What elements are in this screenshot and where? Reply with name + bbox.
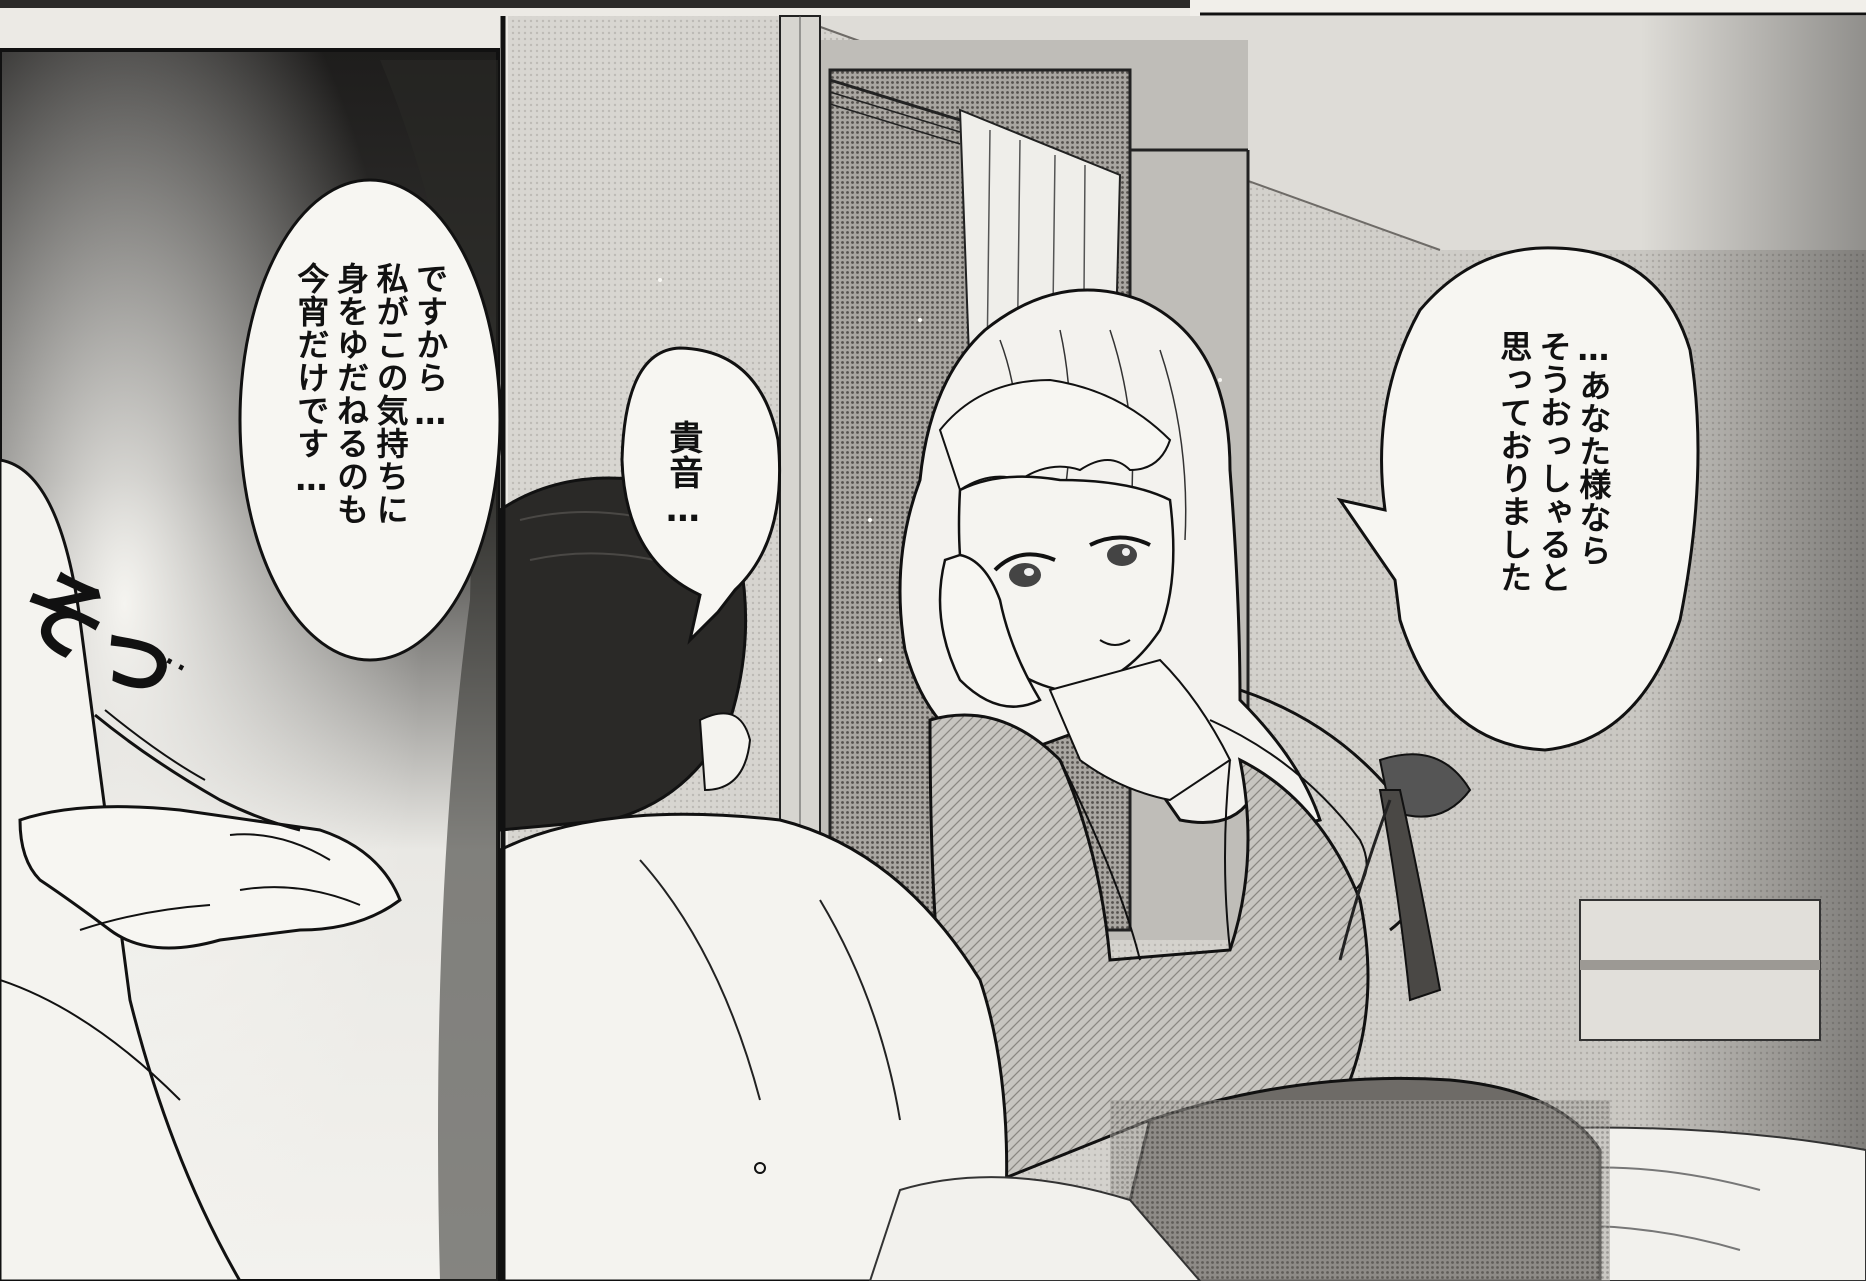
bubble-line: 今宵だけです… xyxy=(292,262,331,499)
bubble-line: …あなた様なら xyxy=(1574,330,1613,567)
bubble-line: 貴音… xyxy=(662,420,703,531)
bubble-line: そうおっしゃると xyxy=(1534,330,1573,594)
bubble-line: 私がこの気持ちに xyxy=(371,262,410,526)
speech-bubble-left: ですから… 私がこの気持ちに 身をゆだねるのも 今宵だけです… xyxy=(270,262,470,602)
bubble-line: 思っておりました xyxy=(1495,330,1534,594)
speech-bubble-middle: 貴音… xyxy=(652,420,712,580)
speech-bubble-right: …あなた様なら そうおっしゃると 思っておりました xyxy=(1468,330,1638,670)
bubble-line: 身をゆだねるのも xyxy=(332,262,370,526)
bubble-line: ですから… xyxy=(411,262,450,433)
